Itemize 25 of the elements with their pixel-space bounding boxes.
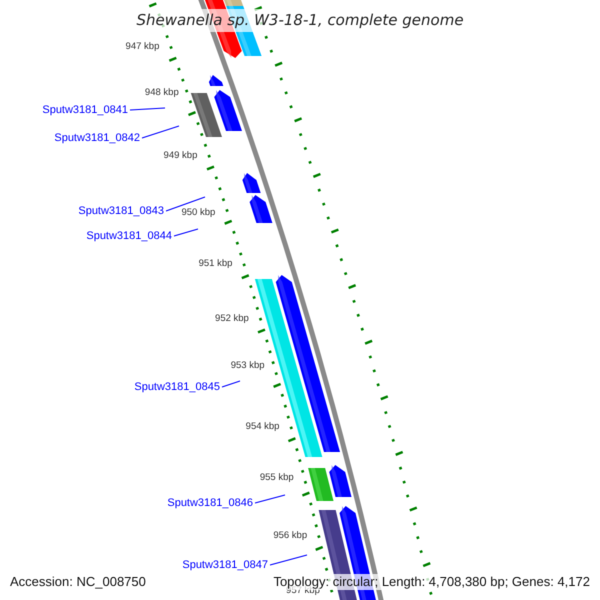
tick-label: 948 kbp: [144, 87, 179, 98]
tick-label: 952 kbp: [215, 312, 249, 324]
leader-line: [166, 196, 206, 212]
leader-line: [174, 228, 198, 236]
leader-line: [142, 126, 180, 138]
leader-line: [270, 554, 308, 566]
gene-label: Sputw3181_0843: [78, 204, 164, 218]
tick-label: 947 kbp: [126, 41, 160, 52]
tick-label: 951 kbp: [198, 258, 232, 270]
tick-label: 956 kbp: [273, 530, 308, 542]
tick-label: 955 kbp: [260, 472, 294, 483]
leader-line: [222, 380, 240, 388]
accession-text: Accession: NC_008750: [8, 574, 148, 590]
tick-label: 954 kbp: [246, 421, 280, 432]
tick-label: 950 kbp: [181, 207, 216, 218]
tick-label: 949 kbp: [164, 150, 198, 161]
leader-line: [130, 108, 166, 110]
tick-label: 953 kbp: [230, 360, 265, 372]
gene-label: Sputw3181_0845: [134, 380, 220, 394]
gene-label: Sputw3181_0846: [167, 496, 253, 510]
leader-line: [254, 494, 286, 504]
gene-label: Sputw3181_0847: [182, 558, 268, 572]
gene-label: Sputw3181_0841: [42, 103, 128, 117]
gene-label: Sputw3181_0844: [86, 229, 172, 243]
gene-label: Sputw3181_0842: [54, 131, 140, 145]
